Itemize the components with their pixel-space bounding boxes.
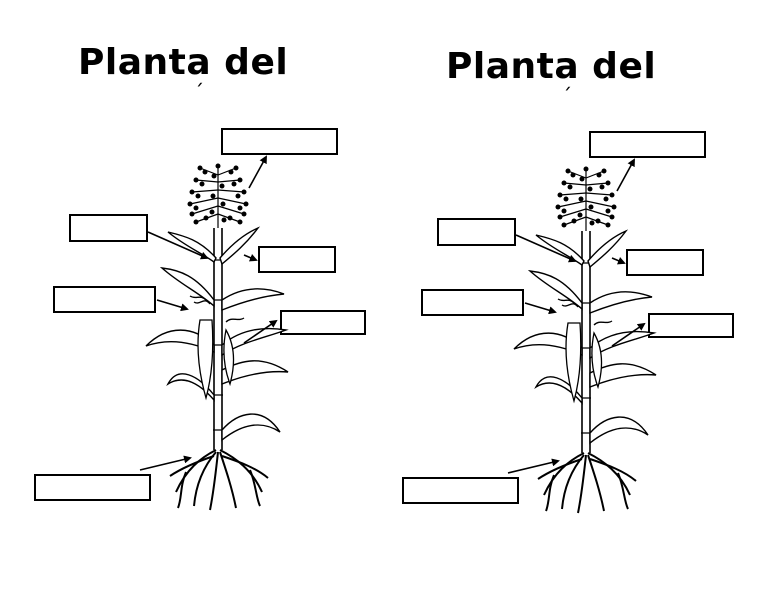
label-box-stem-node[interactable]	[258, 246, 336, 273]
panel-2-title-mark: ´	[562, 84, 572, 108]
label-box-stem-node-2[interactable]	[626, 249, 704, 276]
corn-plant-right	[513, 165, 657, 514]
pointer-arrows-left	[139, 155, 278, 471]
pointer-arrows-right	[507, 158, 646, 474]
panel-1-title: Planta del	[78, 42, 289, 83]
label-box-roots[interactable]	[34, 474, 151, 501]
label-box-upper-leaf-2[interactable]	[437, 218, 516, 246]
label-box-ear-2[interactable]	[648, 313, 734, 338]
corn-plant-left	[145, 162, 289, 511]
panel-2-title: Planta del	[446, 46, 657, 87]
label-box-tassel-2[interactable]	[589, 131, 706, 158]
label-box-tassel[interactable]	[221, 128, 338, 155]
label-box-ear[interactable]	[280, 310, 366, 335]
label-box-upper-leaf[interactable]	[69, 214, 148, 242]
label-box-silk[interactable]	[53, 286, 156, 313]
label-box-roots-2[interactable]	[402, 477, 519, 504]
panel-1-title-mark: ´	[194, 80, 204, 104]
label-box-silk-2[interactable]	[421, 289, 524, 316]
